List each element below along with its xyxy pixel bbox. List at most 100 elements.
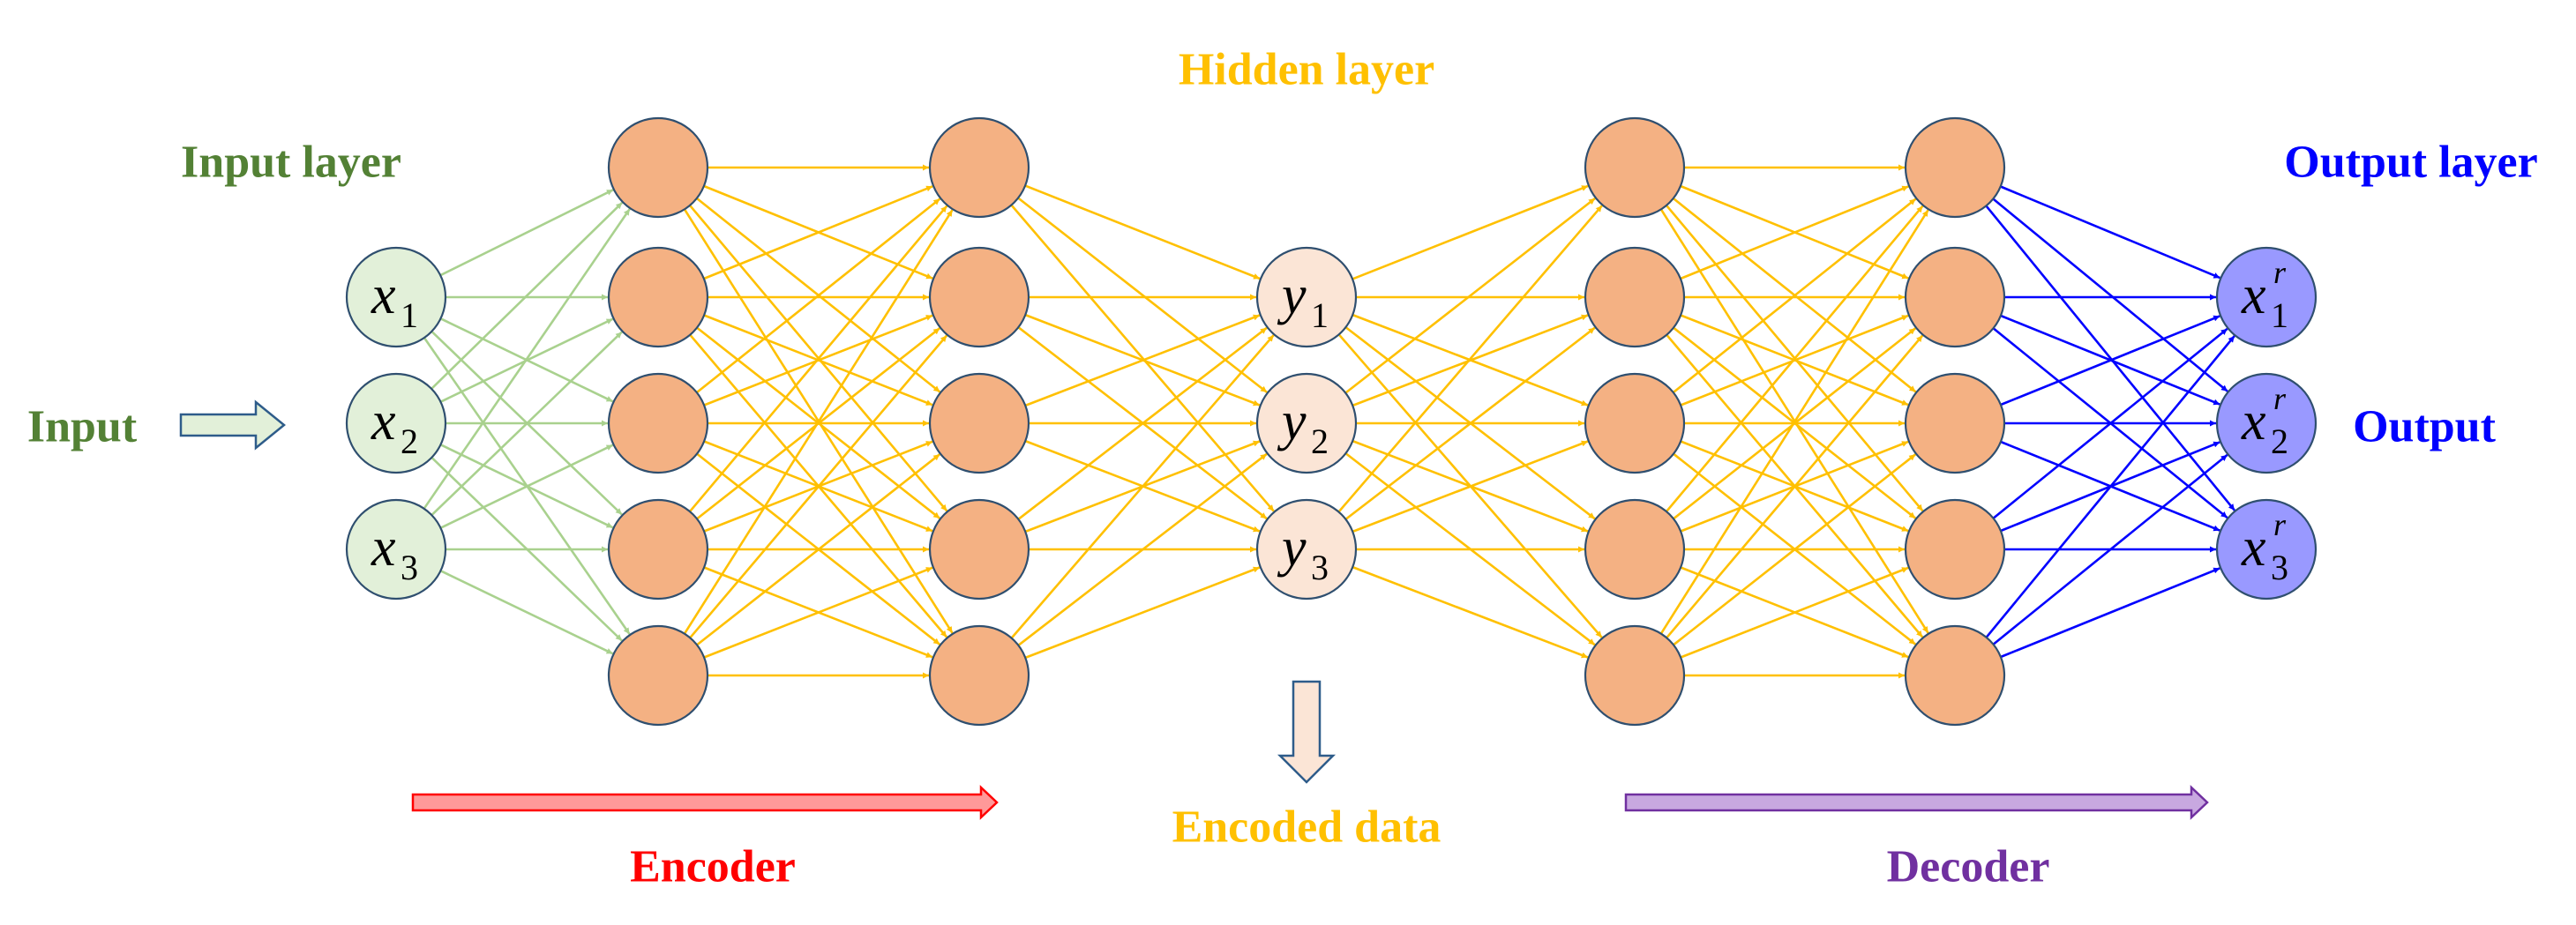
hidden-node-circle xyxy=(1584,624,1686,727)
hidden-node-circle xyxy=(1904,372,2006,474)
connection-line xyxy=(439,189,614,277)
hidden-layer-title: Hidden layer xyxy=(1178,44,1435,95)
node-subscript: 2 xyxy=(1311,421,1329,461)
connection-line xyxy=(423,208,631,510)
hidden-node-circle xyxy=(928,246,1030,348)
output-node-circle xyxy=(2215,246,2318,348)
hidden-node xyxy=(1584,246,1686,348)
hidden-node xyxy=(928,372,1030,474)
connection-line xyxy=(1017,197,1268,393)
connection-line xyxy=(1010,204,1275,512)
connection-line xyxy=(1673,453,1917,646)
connection-line xyxy=(439,570,614,655)
hidden-node xyxy=(1584,116,1686,219)
connection-line xyxy=(1344,197,1596,394)
hidden-node-circle xyxy=(607,116,709,219)
hidden-node xyxy=(1904,246,2006,348)
hidden-node-circle xyxy=(928,624,1030,727)
connection-line xyxy=(696,453,941,646)
connection-line xyxy=(1010,334,1275,639)
connection-line xyxy=(1024,566,1261,660)
hidden-node xyxy=(1584,498,1686,601)
node-symbol: y xyxy=(1277,518,1307,578)
hidden-node-circle xyxy=(1584,116,1686,219)
connection-line xyxy=(1985,335,2235,638)
node-subscript: 1 xyxy=(401,295,418,335)
hidden-node-circle xyxy=(607,624,709,727)
input-node-circle xyxy=(345,246,447,348)
connection-line xyxy=(1992,198,2228,392)
hidden-node xyxy=(607,498,709,601)
hidden-node xyxy=(1584,372,1686,474)
input-label: Input xyxy=(26,401,138,452)
hidden-node xyxy=(928,116,1030,219)
connection-line xyxy=(695,198,941,394)
connection-line xyxy=(431,201,624,390)
hidden-node-circle xyxy=(1584,498,1686,601)
node-superscript: r xyxy=(2273,255,2287,290)
connection-line xyxy=(1337,205,1603,513)
node-superscript: r xyxy=(2273,507,2287,542)
output-node-circle xyxy=(2215,498,2318,601)
output-label: Output xyxy=(2353,401,2496,452)
connection-line xyxy=(683,209,954,635)
input-node-circle xyxy=(345,498,447,601)
hidden-node xyxy=(928,246,1030,348)
hidden-node xyxy=(1904,498,2006,601)
hidden-node-circle xyxy=(607,246,709,348)
code-node-circle xyxy=(1255,246,1358,348)
hidden-node xyxy=(607,624,709,727)
connection-line xyxy=(1985,205,2236,511)
hidden-node-circle xyxy=(1904,624,2006,727)
hidden-node xyxy=(607,372,709,474)
node-symbol: x xyxy=(2241,518,2266,578)
input-arrow xyxy=(179,399,286,451)
node-subscript: 2 xyxy=(401,421,418,461)
node-subscript: 3 xyxy=(1311,548,1329,587)
connection-line xyxy=(2000,315,2220,407)
connection-line xyxy=(1352,184,1589,280)
hidden-node xyxy=(1904,624,2006,727)
node-symbol: x xyxy=(2241,392,2266,451)
connection-lines xyxy=(423,164,2236,679)
connection-line xyxy=(1344,326,1596,520)
encoder-arrow xyxy=(411,785,999,820)
hidden-node-circle xyxy=(1904,246,2006,348)
output-node-circle xyxy=(2215,372,2318,474)
hidden-node xyxy=(1904,372,2006,474)
hidden-node-circle xyxy=(1584,246,1686,348)
input-node-circle xyxy=(345,372,447,474)
node-subscript: 1 xyxy=(1311,295,1329,335)
connection-line xyxy=(1992,327,2228,519)
connection-line xyxy=(689,205,948,512)
connection-line xyxy=(1017,326,1268,520)
connection-line xyxy=(1672,198,1917,394)
connection-line xyxy=(703,185,933,280)
node-symbol: x xyxy=(371,265,396,325)
connection-line xyxy=(689,334,948,639)
connection-line xyxy=(1352,440,1589,533)
hidden-node-circle xyxy=(607,498,709,601)
node-symbol: x xyxy=(371,392,396,451)
connection-line xyxy=(1680,185,1909,280)
code-node-circle xyxy=(1255,372,1358,474)
hidden-node-circle xyxy=(928,372,1030,474)
hidden-node xyxy=(928,624,1030,727)
connection-line xyxy=(1024,314,1261,407)
hidden-node xyxy=(607,246,709,348)
hidden-node-circle xyxy=(1904,116,2006,219)
node-subscript: 3 xyxy=(401,548,418,587)
hidden-node xyxy=(607,116,709,219)
connection-line xyxy=(2000,567,2220,659)
node-subscript: 1 xyxy=(2271,295,2288,335)
hidden-node-circle xyxy=(607,372,709,474)
connection-line xyxy=(2000,185,2220,280)
encoder-label: Encoder xyxy=(630,841,796,892)
